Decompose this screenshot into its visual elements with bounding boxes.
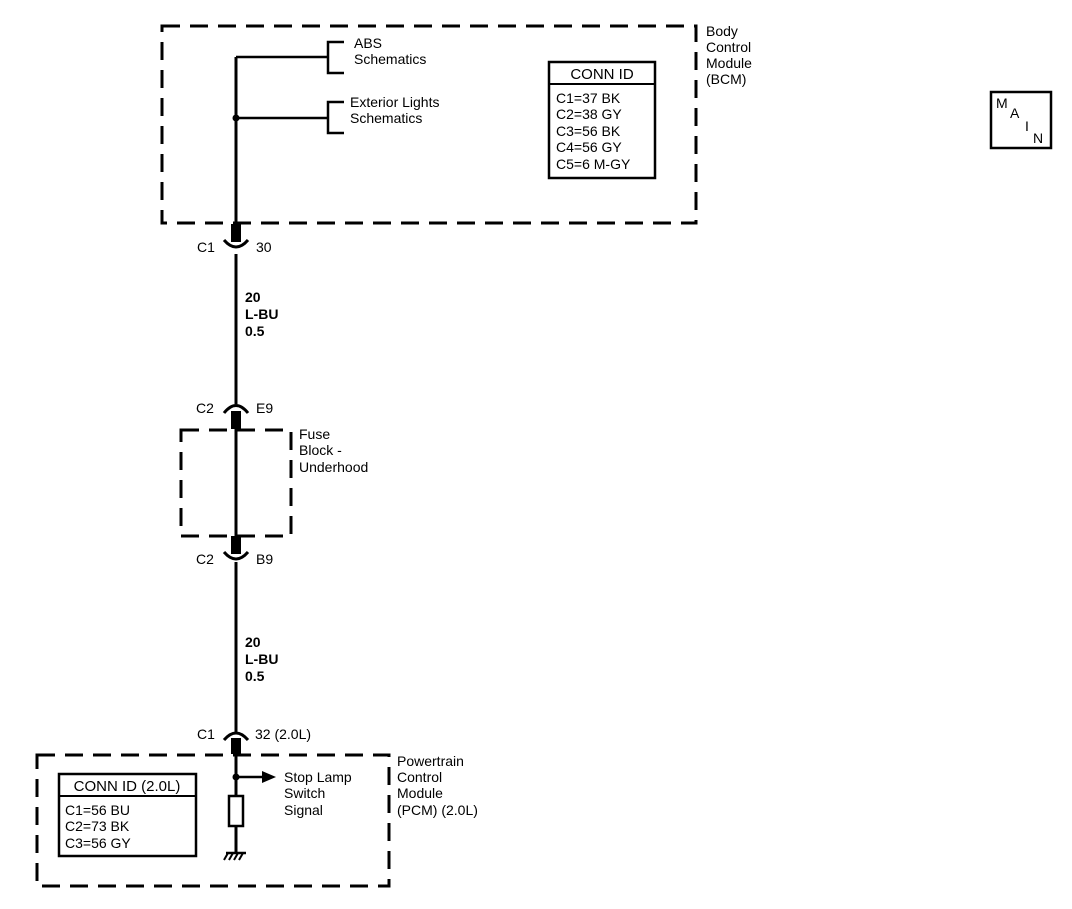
main-letter-a: A	[1010, 105, 1020, 121]
wire-gauge: 20	[245, 289, 261, 305]
pcm-conn-id-table: CONN ID (2.0L) C1=56 BU C2=73 BK C3=56 G…	[57, 772, 198, 858]
wire-label-upper: 20 L-BU 0.5	[245, 289, 278, 339]
fuse-block-dashed-border	[179, 428, 293, 538]
wire-size: 0.5	[245, 668, 265, 684]
connector-id: C1	[197, 239, 215, 255]
pcm-label-line-2: Control	[397, 769, 442, 785]
pcm-label-line-3: Module	[397, 785, 443, 801]
wire-size: 0.5	[245, 323, 265, 339]
abs-ref-line-1: ABS	[354, 35, 382, 51]
bcm-conn-id-title: CONN ID	[570, 66, 634, 83]
bcm-label-line-2: Control	[706, 39, 751, 55]
connector-pin: 30	[256, 239, 272, 255]
connector-pcm-c1: C1 32 (2.0L)	[197, 726, 311, 754]
fuse-block-underhood: Fuse Block - Underhood	[179, 426, 368, 538]
signal-label-2: Switch	[284, 785, 325, 801]
main-letter-n: N	[1033, 130, 1043, 146]
bcm-conn-row-5: C5=6 M-GY	[556, 156, 631, 172]
exterior-lights-reference[interactable]: Exterior Lights Schematics	[232, 94, 440, 135]
connector-fuse-c2-bottom: C2 B9	[196, 536, 273, 567]
pcm-label-line-1: Powertrain	[397, 753, 464, 769]
bcm-conn-id-table: CONN ID C1=37 BK C2=38 GY C3=56 BK C4=56…	[547, 60, 657, 180]
connector-id: C1	[197, 726, 215, 742]
ground-symbol	[223, 851, 246, 861]
exterior-ref-line-2: Schematics	[350, 110, 422, 126]
pcm-conn-row-2: C2=73 BK	[65, 818, 130, 834]
pcm-conn-row-3: C3=56 GY	[65, 835, 131, 851]
wire-gauge: 20	[245, 634, 261, 650]
pcm-label-line-4: (PCM) (2.0L)	[397, 802, 478, 818]
connector-id: C2	[196, 551, 214, 567]
signal-label-3: Signal	[284, 802, 323, 818]
connector-id: C2	[196, 400, 214, 416]
bcm-label-line-4: (BCM)	[706, 71, 746, 87]
bcm-module: Body Control Module (BCM) CONN ID C1=37 …	[160, 23, 752, 225]
wire-color: L-BU	[245, 306, 278, 322]
exterior-ref-line-1: Exterior Lights	[350, 94, 439, 110]
main-badge[interactable]: M A I N	[989, 90, 1053, 150]
bcm-label-line-3: Module	[706, 55, 752, 71]
connector-pin: E9	[256, 400, 273, 416]
stop-lamp-signal-arrow	[236, 771, 276, 783]
fuse-block-label-3: Underhood	[299, 459, 368, 475]
fuse-block-label-2: Block -	[299, 442, 342, 458]
abs-ref-line-2: Schematics	[354, 51, 426, 67]
pcm-conn-id-title: CONN ID (2.0L)	[74, 778, 181, 795]
abs-reference[interactable]: ABS Schematics	[236, 35, 426, 75]
wire-color: L-BU	[245, 651, 278, 667]
signal-label-1: Stop Lamp	[284, 769, 352, 785]
bcm-label-line-1: Body	[706, 23, 738, 39]
bcm-conn-row-1: C1=37 BK	[556, 90, 621, 106]
fuse-block-label-1: Fuse	[299, 426, 330, 442]
wire-label-lower: 20 L-BU 0.5	[245, 634, 278, 684]
bcm-conn-row-2: C2=38 GY	[556, 106, 622, 122]
main-letter-m: M	[996, 95, 1008, 111]
pcm-module: Powertrain Control Module (PCM) (2.0L) C…	[35, 753, 478, 888]
connector-pin: B9	[256, 551, 273, 567]
bcm-conn-row-3: C3=56 BK	[556, 123, 621, 139]
pcm-dashed-border	[35, 753, 391, 888]
connector-bcm-c1: C1 30	[197, 224, 272, 255]
bcm-conn-row-4: C4=56 GY	[556, 139, 622, 155]
connector-pin: 32 (2.0L)	[255, 726, 311, 742]
pcm-conn-row-1: C1=56 BU	[65, 802, 130, 818]
connector-fuse-c2-top: C2 E9	[196, 400, 273, 429]
bcm-dashed-border	[160, 24, 698, 225]
main-letter-i: I	[1025, 118, 1029, 134]
resistor-symbol	[227, 794, 245, 828]
